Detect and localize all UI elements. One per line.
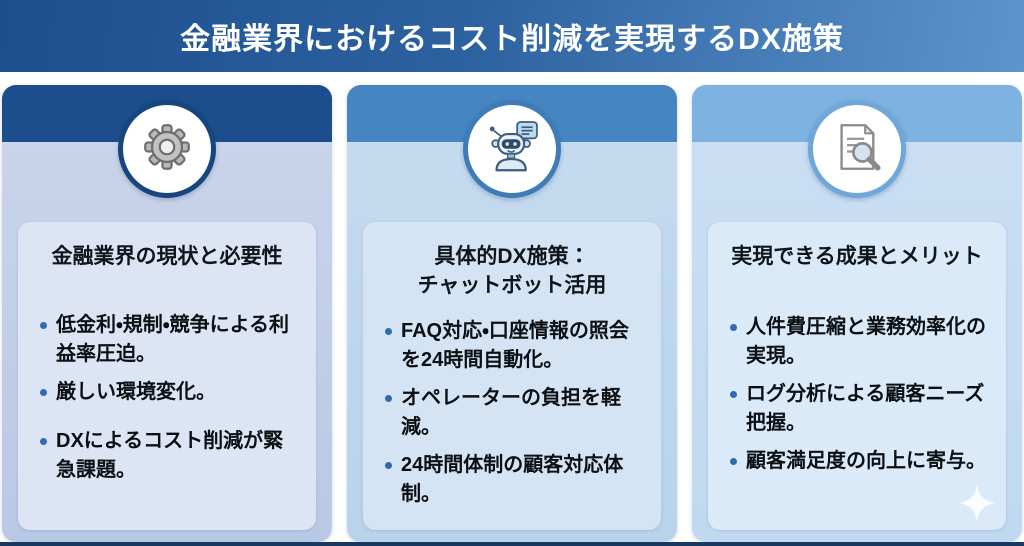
footer-bar — [0, 542, 1024, 546]
bullet-item: 人件費圧縮と業務効率化の実現。 — [730, 313, 992, 371]
content-card: 実現できる成果とメリット 人件費圧縮と業務効率化の実現。 ログ分析による顧客ニー… — [708, 222, 1006, 530]
bullet-text: FAQ対応・口座情報の照会を24時間自動化。 — [401, 319, 629, 371]
bullet-item: 24時間体制の顧客対応体制。 — [385, 451, 647, 509]
bullet-dot — [385, 327, 392, 335]
bullet-text: 厳しい環境変化。 — [56, 381, 216, 404]
card-title: 金融業界の現状と必要性 — [51, 245, 283, 268]
bullet-dot — [40, 389, 47, 397]
bullet-text: 顧客満足度の向上に寄与。 — [746, 450, 986, 473]
column-current-state: 金融業界の現状と必要性 低金利・規制・競争による利益率圧迫。 厳しい環境変化。 … — [2, 85, 332, 542]
bullet-item: 顧客満足度の向上に寄与。 — [730, 447, 992, 476]
bullet-item: オペレーターの負担を軽減。 — [385, 384, 647, 442]
content-card: 金融業界の現状と必要性 低金利・規制・競争による利益率圧迫。 厳しい環境変化。 … — [18, 222, 316, 530]
bullet-item: ログ分析による顧客ニーズ把握。 — [730, 380, 992, 438]
icon-circle — [118, 100, 216, 198]
title-bar: 金融業界におけるコスト削減を実現するDX施策 — [0, 0, 1024, 72]
slide-title: 金融業界におけるコスト削減を実現するDX施策 — [180, 23, 844, 56]
bullet-list: FAQ対応・口座情報の照会を24時間自動化。 オペレーターの負担を軽減。 24時… — [377, 317, 647, 509]
card-title: 実現できる成果とメリット — [731, 245, 983, 268]
bullet-text: 低金利・規制・競争による利益率圧迫。 — [56, 314, 289, 366]
bullet-item: 低金利・規制・競争による利益率圧迫。 — [40, 311, 302, 369]
bullet-text: ログ分析による顧客ニーズ把握。 — [746, 383, 985, 435]
content-card: 具体的DX施策： チャットボット活用 FAQ対応・口座情報の照会を24時間自動化… — [363, 222, 661, 530]
bullet-dot — [730, 324, 737, 332]
bullet-item: FAQ対応・口座情報の照会を24時間自動化。 — [385, 317, 647, 375]
column-results-merits: 実現できる成果とメリット 人件費圧縮と業務効率化の実現。 ログ分析による顧客ニー… — [692, 85, 1022, 542]
gear-icon — [138, 118, 196, 181]
bullet-dot — [40, 322, 47, 330]
bullet-dot — [40, 438, 47, 446]
bullet-text: 人件費圧縮と業務効率化の実現。 — [746, 316, 986, 368]
column-dx-measures: 具体的DX施策： チャットボット活用 FAQ対応・口座情報の照会を24時間自動化… — [347, 85, 677, 542]
icon-circle — [808, 100, 906, 198]
bullet-dot — [385, 461, 392, 469]
bullet-list: 低金利・規制・競争による利益率圧迫。 厳しい環境変化。 DXによるコスト削減が緊… — [32, 311, 302, 485]
card-title: 具体的DX施策： チャットボット活用 — [417, 245, 607, 298]
bullet-item: 厳しい環境変化。 — [40, 378, 302, 407]
bullet-text: DXによるコスト削減が緊急課題。 — [56, 430, 284, 482]
bullet-text: オペレーターの負担を軽減。 — [401, 386, 621, 438]
sparkle-icon — [958, 484, 996, 522]
bullet-text: 24時間体制の顧客対応体制。 — [401, 453, 624, 505]
chatbot-icon — [481, 116, 543, 183]
bullet-item: DXによるコスト削減が緊急課題。 — [40, 427, 302, 485]
bullet-list: 人件費圧縮と業務効率化の実現。 ログ分析による顧客ニーズ把握。 顧客満足度の向上… — [722, 313, 992, 476]
bullet-dot — [730, 458, 737, 466]
bullet-dot — [385, 394, 392, 402]
columns-container: 金融業界の現状と必要性 低金利・規制・競争による利益率圧迫。 厳しい環境変化。 … — [0, 85, 1024, 542]
bullet-dot — [730, 391, 737, 399]
icon-circle — [463, 100, 561, 198]
document-search-icon — [828, 118, 886, 181]
